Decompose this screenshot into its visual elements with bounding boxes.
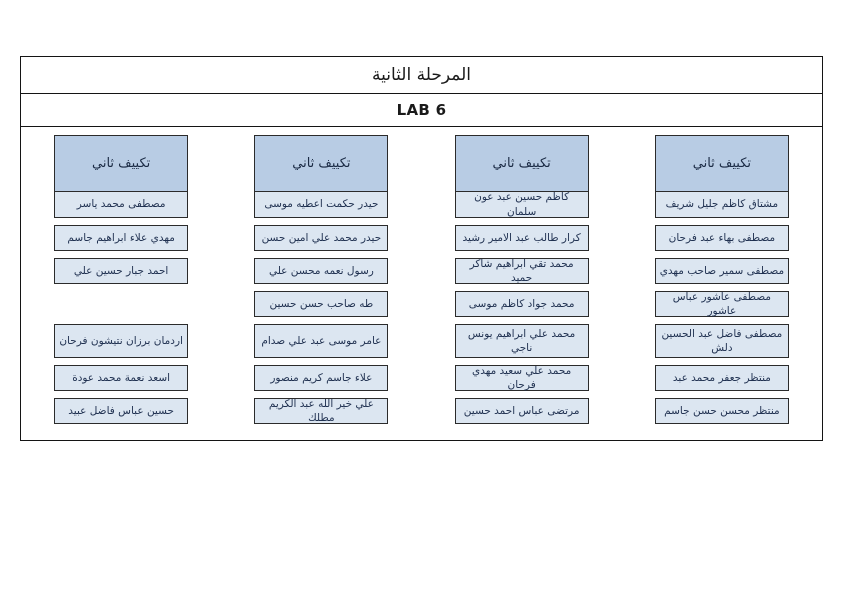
name-cell: محمد علي سعيد مهدي فرحان — [454, 365, 589, 391]
name-cell: مصطفى محمد ياسر — [54, 192, 189, 218]
name-cell: مرتضى عباس احمد حسين — [454, 398, 589, 424]
name-cell: حسين عباس فاضل عبيد — [54, 398, 189, 424]
name-cell: كاظم حسين عبد عون سلمان — [454, 191, 589, 218]
name-cell: مصطفى عاشور عباس عاشور — [654, 291, 789, 317]
name-cell: مشتاق كاظم جليل شريف — [654, 192, 789, 218]
stage-title: المرحلة الثانية — [21, 57, 822, 94]
name-cell: علي خير الله عبد الكريم مطلك — [254, 398, 389, 424]
column-header-4: تكييف ثاني — [54, 135, 189, 192]
name-column-1: تكييف ثاني مشتاق كاظم جليل شريف مصطفى به… — [622, 127, 822, 440]
name-cell: عامر موسى عبد علي صدام — [254, 324, 389, 358]
name-column-2: تكييف ثاني كاظم حسين عبد عون سلمان كرار … — [422, 127, 622, 440]
name-cell: مصطفى سمير صاحب مهدي — [654, 258, 789, 284]
column-header-3: تكييف ثاني — [254, 135, 389, 192]
name-cell: علاء جاسم كريم منصور — [254, 365, 389, 391]
name-cell: منتظر محسن حسن جاسم — [654, 398, 789, 424]
name-cell: اردمان برزان نتيشون فرحان — [54, 324, 189, 358]
name-column-4: تكييف ثاني مصطفى محمد ياسر مهدي علاء ابر… — [21, 127, 221, 440]
name-cell: احمد جبار حسين علي — [54, 258, 189, 284]
name-cell: طه صاحب حسن حسين — [254, 291, 389, 317]
name-cell: محمد تقي ابراهيم شاكر حميد — [454, 258, 589, 284]
name-cell: رسول نعمه محسن علي — [254, 258, 389, 284]
columns-grid: تكييف ثاني مشتاق كاظم جليل شريف مصطفى به… — [21, 127, 822, 440]
name-cell: حيدر حكمت اعطيه موسى — [254, 192, 389, 218]
name-cell: مهدي علاء ابراهيم جاسم — [54, 225, 189, 251]
name-cell: حيدر محمد علي امين حسن — [254, 225, 389, 251]
name-column-3: تكييف ثاني حيدر حكمت اعطيه موسى حيدر محم… — [221, 127, 421, 440]
name-cell: اسعد نعمة محمد عودة — [54, 365, 189, 391]
name-cell: مصطفى فاضل عبد الحسين دلش — [654, 324, 789, 358]
name-cell: محمد علي ابراهيم يونس ناجي — [454, 324, 589, 358]
column-header-2: تكييف ثاني — [454, 135, 589, 192]
name-cell: مصطفى بهاء عبد فرحان — [654, 225, 789, 251]
column-header-1: تكييف ثاني — [654, 135, 789, 192]
lab-title: LAB 6 — [21, 94, 822, 127]
roster-table: المرحلة الثانية LAB 6 تكييف ثاني مشتاق ك… — [20, 56, 823, 441]
name-cell: منتظر جعفر محمد عبد — [654, 365, 789, 391]
empty-cell — [54, 291, 188, 317]
name-cell: محمد جواد كاظم موسى — [454, 291, 589, 317]
name-cell: كرار طالب عبد الامير رشيد — [454, 225, 589, 251]
